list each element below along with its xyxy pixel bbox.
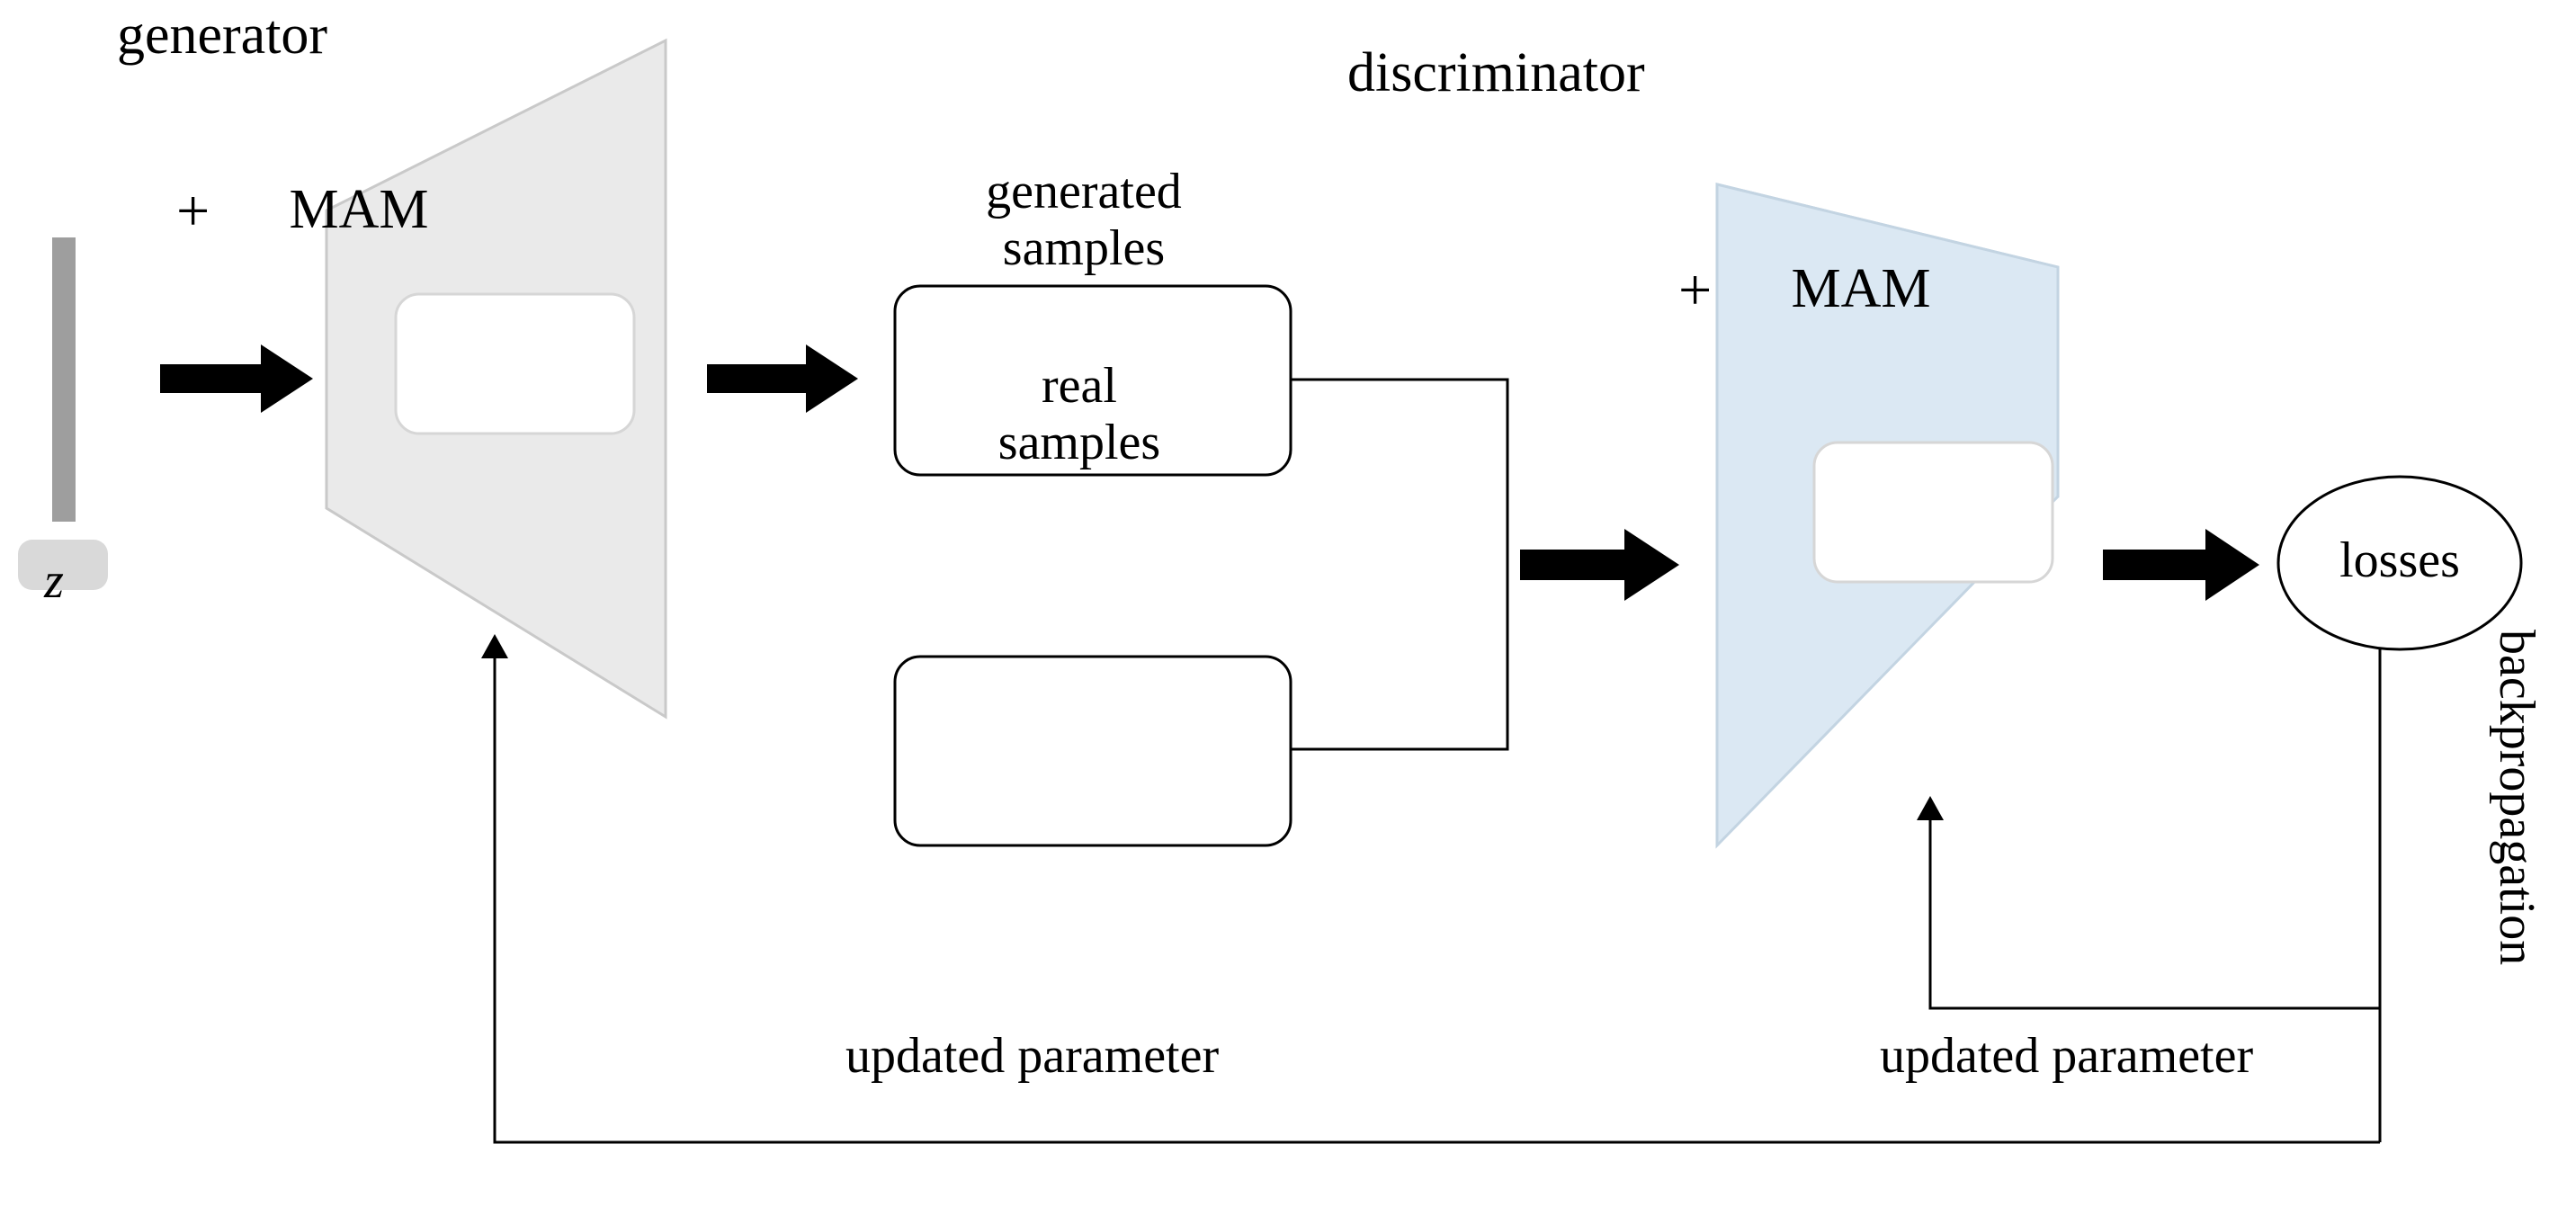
noise-vector-bar [52,237,76,522]
mam-box-discriminator [1812,441,2054,584]
updated-parameter-label-discriminator: updated parameter [1880,1028,2254,1084]
noise-z-label: z [44,553,64,609]
plus-icon-generator: + [176,178,210,244]
losses-label: losses [2339,532,2460,588]
generated-samples-line-1: generated [986,164,1182,219]
mam-box-generator [394,292,636,435]
generator-label: generator [117,4,328,66]
arrow-z-to-generator [160,344,313,413]
samples-merge-connector [1291,378,1509,751]
mam-label-discriminator: MAM [1791,258,1931,319]
noise-z-box [18,540,108,590]
mam-label-generator: MAM [289,179,429,240]
arrow-samples-to-discriminator [1520,529,1679,601]
real-samples-line-1: real [1042,358,1117,414]
updated-parameter-label-generator: updated parameter [845,1028,1220,1084]
real-samples-box [893,655,1292,847]
updated-parameter-generator-path [481,634,2380,1144]
arrow-discriminator-to-losses [2103,529,2259,601]
discriminator-label: discriminator [1347,42,1645,103]
backpropagation-label: backpropagation [2489,630,2545,966]
arrow-generator-to-generated-samples [707,344,858,413]
updated-parameter-discriminator-path [1917,796,2380,1010]
plus-icon-discriminator: + [1678,257,1713,323]
losses-ellipse [2276,475,2523,651]
real-samples-line-2: samples [997,414,1161,470]
generated-samples-line-2: samples [1002,219,1166,276]
